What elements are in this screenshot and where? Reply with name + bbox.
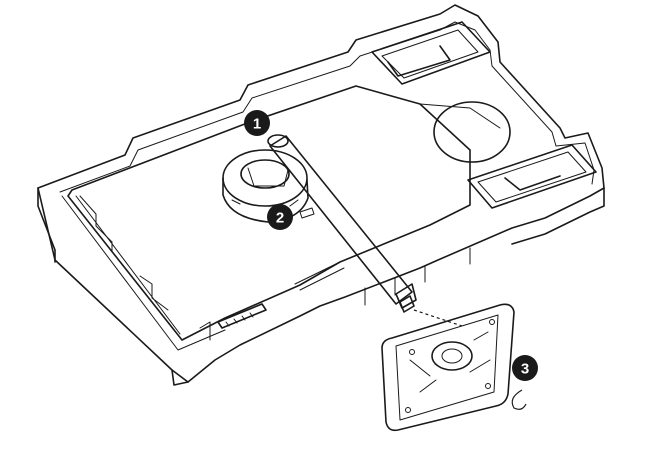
monitor-io-ports <box>217 261 345 329</box>
rotation-arrow-icon <box>511 389 527 410</box>
stand-base-plate <box>381 303 515 432</box>
stand-mount-hinge <box>222 149 315 223</box>
callout-step-2-label: 2 <box>276 210 284 227</box>
callout-step-3-label: 3 <box>521 361 529 378</box>
callout-step-1-label: 1 <box>253 116 261 133</box>
callout-step-3: 3 <box>512 355 538 381</box>
foam-packaging-tray <box>37 4 605 386</box>
assembly-guide-dashed-line <box>413 309 463 327</box>
foam-pockets <box>371 21 597 209</box>
callout-step-1: 1 <box>244 110 270 136</box>
callout-step-2: 2 <box>267 204 293 230</box>
monitor-back-panel <box>67 85 501 341</box>
stand-arm <box>267 134 417 313</box>
